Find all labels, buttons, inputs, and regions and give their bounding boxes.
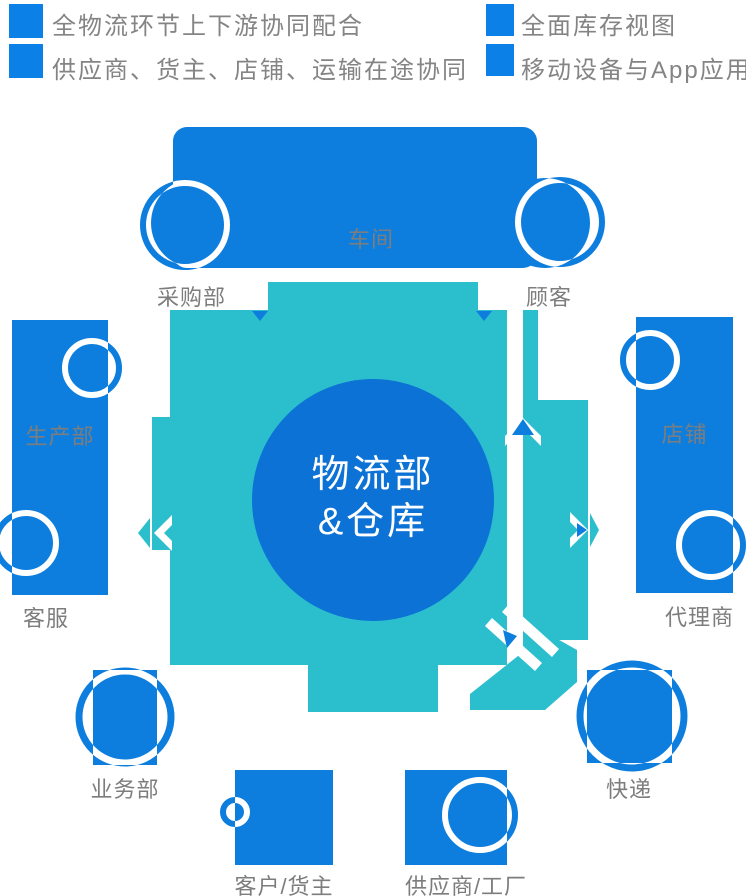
down-right-arrow-icon: [503, 630, 517, 648]
right-arrow-icon: [577, 523, 587, 537]
hub-title: 物流部 &仓库: [223, 452, 523, 546]
bullet-item: 全面库存视图: [521, 13, 677, 40]
express-shape: [576, 660, 688, 772]
hub-title-line1: 物流部: [311, 454, 435, 496]
label-customer-service: 客服: [23, 606, 70, 631]
label-workshop: 车间: [347, 227, 394, 252]
flow-arrow-notches: [154, 311, 588, 671]
label-shop: 店铺: [661, 422, 708, 447]
label-express: 快递: [605, 777, 652, 802]
bullet-item: 移动设备与App应用: [521, 57, 746, 84]
label-production: 生产部: [25, 424, 95, 449]
workshop-shape: [140, 127, 605, 270]
bullet-square-icon: [9, 4, 43, 38]
bullet-square-icon: [486, 4, 514, 36]
bullet-square-icon: [9, 44, 43, 78]
bullet-item: 全物流环节上下游协同配合: [52, 13, 364, 40]
hub-circle: [252, 379, 494, 621]
label-supplier: 供应商/工厂: [404, 874, 528, 896]
label-agent: 代理商: [665, 605, 735, 630]
business-shape: [75, 667, 175, 767]
label-business: 业务部: [90, 777, 160, 802]
hub-title-line2: &仓库: [317, 501, 429, 543]
label-client: 客户/货主: [234, 874, 334, 896]
shop-shape: [620, 317, 746, 593]
bullet-item: 供应商、货主、店铺、运输在途协同: [52, 57, 468, 84]
label-purchasing: 采购部: [157, 285, 227, 310]
production-shape: [0, 320, 122, 595]
down-arrow-right-icon: [476, 311, 492, 321]
bullet-square-icon: [486, 44, 514, 76]
supplier-shape: [405, 770, 518, 865]
up-arrow-icon: [512, 419, 534, 435]
client-shape: [220, 770, 333, 865]
label-customer: 顾客: [526, 285, 573, 310]
down-arrow-left-icon: [252, 311, 268, 321]
